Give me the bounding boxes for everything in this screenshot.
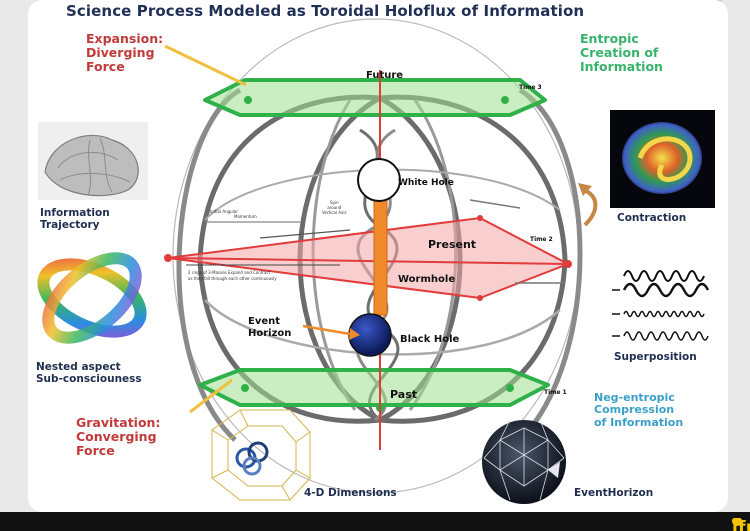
nested-aspect-label: Nested aspect Sub-consciouness [36,361,142,386]
past-left-node [241,384,249,392]
footer-bar: ifunny.co [0,512,750,531]
entropic-line-1: Entropic [580,31,639,46]
black-hole-label: Black Hole [400,334,460,345]
gravitation-label: Gravitation: Converging Force [76,416,160,458]
present-left-node [164,254,172,262]
angular-line-2: Momentum [234,214,257,220]
white-hole [357,158,401,202]
future-left-node [244,96,252,104]
future-right-node [501,96,509,104]
expansion-pointer [164,44,247,87]
time2-label: Time 2 [530,236,553,243]
present-axis [167,257,569,265]
toroid-left-lobe [197,94,389,424]
info-traj-line-1: Information [40,207,110,219]
event-horizon-line-2: Horizon [248,327,292,339]
expansion-line-1: Expansion: [86,31,164,46]
neg-entropic-line-1: Neg-entropic [594,391,675,404]
present-label: Present [428,238,477,251]
wormhole-column [373,184,388,316]
neg-entropic-line-2: Compression [594,403,675,417]
geodesic-sphere-image [482,419,566,504]
nested-line-2: Sub-consciouness [36,372,142,385]
rings-note: 2 rings of 3-Masses Expand and Contract … [188,270,277,281]
neg-entropic-line-3: of Information [594,415,684,429]
present-right-node [564,260,572,268]
wormhole-label: Wormhole [398,274,456,285]
brain-image [38,122,148,200]
gravitation-pointer [189,378,233,414]
contraction-label: Contraction [617,212,687,224]
entropic-line-2: Creation of [580,45,659,60]
present-top-node [477,215,483,221]
neg-entropic-label: Neg-entropic Compression of Information [594,391,684,429]
superposition-label: Superposition [614,351,697,363]
flow-arrow-right [469,199,521,209]
event-horizon-arrowhead [349,328,360,340]
diagram-title: Science Process Modeled as Toroidal Holo… [66,2,585,20]
superposition-waves [612,270,710,341]
spin-note: Spin around Vertical Axis [322,200,347,216]
contraction-image [610,110,715,208]
rings-line-1: 2 rings of 3-Masses Expand and Contract [188,270,271,275]
nested-line-1: Nested aspect [36,361,121,373]
event-horizon-bottom-label: EventHorizon [574,487,654,499]
entropic-line-3: Information [580,59,663,74]
present-bottom-node [477,295,483,301]
past-label: Past [390,388,417,401]
future-label: Future [366,70,404,81]
time3-label: Time 3 [519,84,542,91]
event-horizon-line-1: Event [248,316,281,327]
gravitation-line-1: Gravitation: [76,415,161,430]
spin-arrow [259,229,351,239]
event-horizon-label: Event Horizon [248,316,291,339]
spin-line-1: Spin [329,200,339,205]
time1-label: Time 1 [544,389,567,396]
outer-loop-right [518,87,583,442]
contraction-arrow [583,188,598,227]
expansion-label: Expansion: Diverging Force [86,32,163,74]
angular-line-1: Initial Angular [210,209,238,214]
watermark-text: ifunny.co [732,518,750,531]
info-traj-line-2: Trajectory [40,218,100,231]
white-hole-label: White Hole [398,178,454,188]
spin-line-3: Vertical Axis [322,210,347,216]
future-plane [203,78,547,117]
gravitation-line-3: Force [76,443,115,458]
past-plane [198,368,550,407]
contraction-arrowhead [578,183,592,196]
expansion-line-3: Force [86,59,125,74]
expansion-line-2: Diverging [86,45,155,60]
rings-line-2: as they fall through each other continuo… [188,275,277,281]
watermark: ifunny.co [730,512,750,531]
angular-momentum-note: Initial Angular Momentum [210,209,257,219]
spin-line-2: around [327,205,342,211]
event-horizon-pointer [302,324,351,336]
entropic-label: Entropic Creation of Information [580,32,663,74]
past-right-node [506,384,514,392]
gravitation-line-2: Converging [76,429,157,444]
nested-knot-image [37,250,147,346]
tesseract-image [211,409,311,501]
four-d-label: 4-D Dimensions [304,487,397,499]
information-trajectory-label: Information Trajectory [40,207,110,232]
